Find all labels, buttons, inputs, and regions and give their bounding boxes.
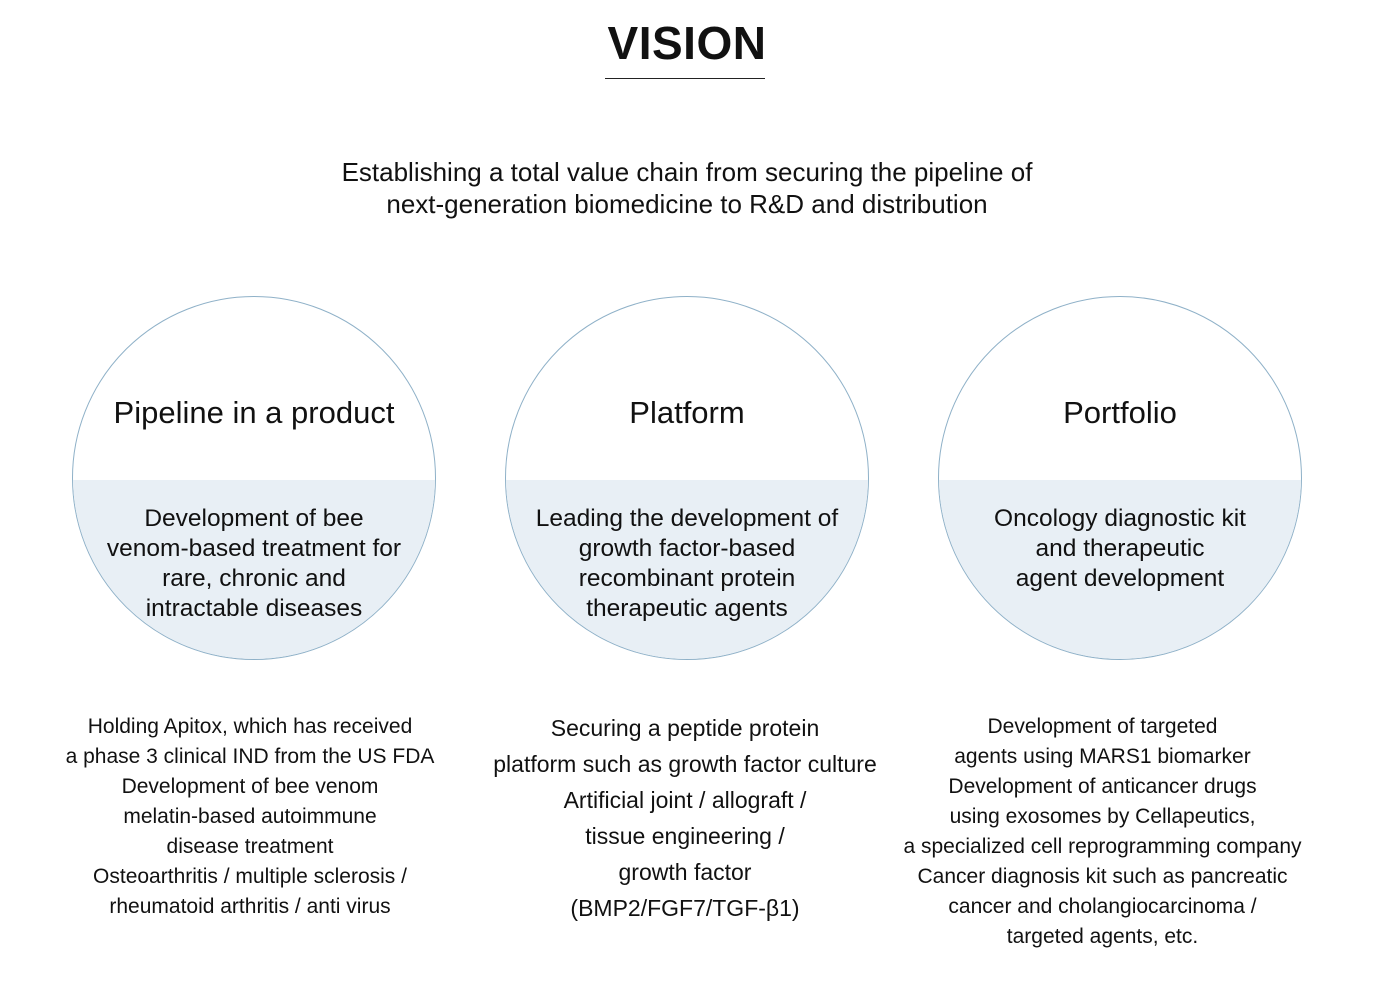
detail-line: targeted agents, etc. — [1006, 925, 1199, 948]
detail-line: tissue engineering / — [585, 823, 785, 849]
detail-line: agents using MARS1 biomarker — [954, 745, 1251, 768]
detail-line: melatin-based autoimmune — [123, 805, 377, 828]
title-underline — [605, 78, 765, 79]
pillar-description-line: venom-based treatment for — [106, 535, 402, 562]
detail-line: Holding Apitox, which has received — [87, 715, 413, 738]
detail-line: Development of targeted — [987, 715, 1218, 738]
pillar-description-line: growth factor-based — [578, 535, 796, 562]
detail-line: platform such as growth factor culture — [493, 751, 877, 777]
pillar-description: Oncology diagnostic kit and therapeutic … — [947, 504, 1293, 594]
pillar-description-line: rare, chronic and — [162, 565, 346, 592]
detail-line: Securing a peptide protein — [550, 715, 820, 741]
detail-line: Cancer diagnosis kit such as pancreatic — [917, 865, 1288, 888]
pillar-details-platform: Securing a peptide protein platform such… — [465, 710, 905, 926]
pillar-description-line: intractable diseases — [145, 595, 363, 622]
circle-lower-band — [506, 480, 868, 659]
pillar-title: Platform — [629, 395, 745, 430]
pillar-details-pipeline: Holding Apitox, which has received a pha… — [40, 712, 460, 922]
pillar-description-line: Development of bee — [144, 505, 364, 532]
detail-line: Artificial joint / allograft / — [563, 787, 807, 813]
detail-line: Osteoarthritis / multiple sclerosis / — [93, 865, 407, 888]
pillar-circle-pipeline: Pipeline in a product Development of bee… — [72, 296, 436, 660]
detail-line: a specialized cell reprogramming company — [903, 835, 1302, 858]
detail-line: Development of bee venom — [121, 775, 379, 798]
vision-statement-line: Establishing a total value chain from se… — [341, 157, 1033, 187]
vision-statement: Establishing a total value chain from se… — [0, 156, 1374, 220]
pillar-circle-platform: Platform Leading the development of grow… — [505, 296, 869, 660]
pillar-description: Development of bee venom-based treatment… — [81, 504, 427, 624]
circle-lower-band — [73, 480, 435, 659]
detail-line: rheumatoid arthritis / anti virus — [109, 895, 391, 918]
pillar-description-line: and therapeutic — [1035, 535, 1205, 562]
pillar-details-portfolio: Development of targeted agents using MAR… — [880, 712, 1325, 952]
pillar-description-line: agent development — [1015, 565, 1225, 592]
pillar-description: Leading the development of growth factor… — [514, 504, 860, 624]
detail-line: a phase 3 clinical IND from the US FDA — [65, 745, 435, 768]
page-title: VISION — [607, 17, 767, 69]
detail-line: (BMP2/FGF7/TGF-β1) — [570, 895, 800, 921]
circle-lower-band — [939, 480, 1301, 659]
pillar-description-line: Oncology diagnostic kit — [994, 505, 1246, 532]
pillar-circle-portfolio: Portfolio Oncology diagnostic kit and th… — [938, 296, 1302, 660]
detail-line: disease treatment — [166, 835, 334, 858]
detail-line: growth factor — [618, 859, 752, 885]
detail-line: Development of anticancer drugs — [948, 775, 1257, 798]
pillar-description-line: Leading the development of — [535, 505, 839, 532]
detail-line: cancer and cholangiocarcinoma / — [948, 895, 1257, 918]
pillar-description-line: therapeutic agents — [586, 595, 788, 622]
detail-line: using exosomes by Cellapeutics, — [949, 805, 1256, 828]
pillar-title: Pipeline in a product — [113, 395, 395, 430]
vision-statement-line: next-generation biomedicine to R&D and d… — [386, 189, 988, 219]
pillar-description-line: recombinant protein — [578, 565, 796, 592]
pillar-title: Portfolio — [1063, 395, 1177, 430]
